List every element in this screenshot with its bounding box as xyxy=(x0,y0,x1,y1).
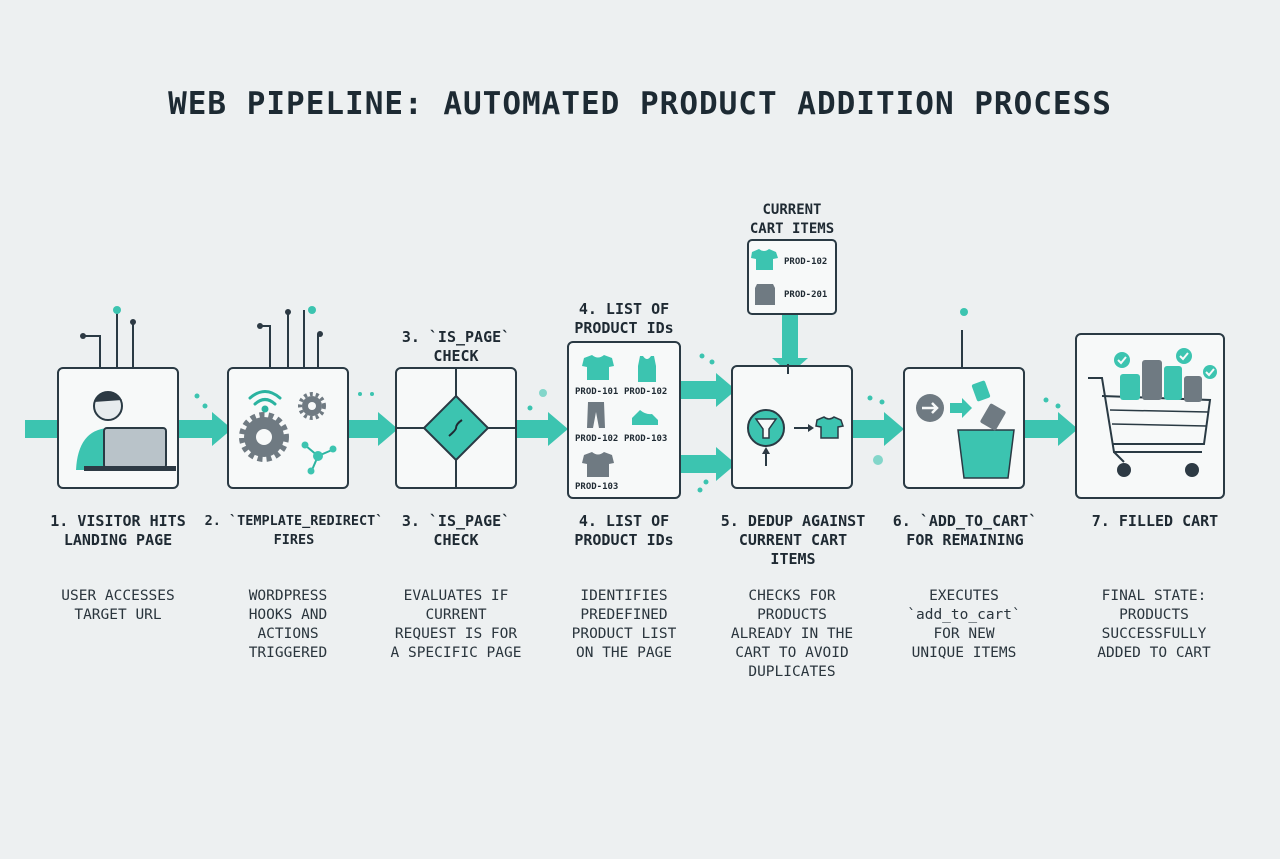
cart-shirt-icon xyxy=(751,249,778,270)
arrow-6-7 xyxy=(1024,412,1078,446)
basket-icon xyxy=(957,380,1015,479)
step-3-description: EVALUATES IF CURRENT REQUEST IS FOR A SP… xyxy=(390,588,522,661)
svg-text:PROD-103: PROD-103 xyxy=(624,434,667,444)
svg-text:PROD-103: PROD-103 xyxy=(575,482,618,492)
shoe-icon xyxy=(632,410,658,425)
shirt-gray-icon xyxy=(582,452,614,477)
step-2-label: 2. `TEMPLATE_REDIRECT` FIRES xyxy=(204,513,384,548)
step-4-label: 4. LIST OF PRODUCT IDs xyxy=(574,512,674,549)
arrow-2-3 xyxy=(348,412,398,446)
step-1-box xyxy=(57,306,179,489)
add-arrow-icon xyxy=(916,394,944,422)
step-5-description: CHECKS FOR PRODUCTS ALREADY IN THE CART … xyxy=(730,588,854,680)
step-4-box: PROD-101 PROD-102 PROD-102 PROD-103 PROD… xyxy=(567,341,681,499)
step-1-description: USER ACCESSES TARGET URL xyxy=(61,588,175,623)
checkmark-icons xyxy=(1114,348,1217,379)
step-5-label: 5. DEDUP AGAINST CURRENT CART ITEMS xyxy=(720,512,866,568)
pants-icon xyxy=(587,402,605,428)
cart-top-label: CURRENT CART ITEMS xyxy=(749,202,835,237)
step-7-description: FINAL STATE: PRODUCTS SUCCESSFULLY ADDED… xyxy=(1097,588,1211,661)
svg-text:PROD-102: PROD-102 xyxy=(575,434,618,444)
current-cart-box: PROD-102 PROD-201 xyxy=(747,239,837,315)
svg-text:PROD-102: PROD-102 xyxy=(784,257,827,267)
step-2-description: WORDPRESS HOOKS AND ACTIONS TRIGGERED xyxy=(248,588,328,661)
svg-text:PROD-102: PROD-102 xyxy=(624,387,667,397)
user-laptop-icon xyxy=(76,391,176,471)
output-shirt-icon xyxy=(815,416,844,439)
filter-icon xyxy=(747,409,785,447)
step-5-box xyxy=(731,364,853,489)
step-2-box xyxy=(227,306,349,489)
network-icon xyxy=(301,441,337,475)
step-3-top-label: 3. `IS_PAGE` CHECK xyxy=(401,328,511,365)
arrow-4-5-bottom xyxy=(680,447,736,481)
diagram-title: WEB PIPELINE: AUTOMATED PRODUCT ADDITION… xyxy=(168,86,1112,122)
svg-text:PROD-101: PROD-101 xyxy=(575,387,618,397)
step-1-label: 1. VISITOR HITS LANDING PAGE xyxy=(50,512,186,549)
arrow-4-5-top xyxy=(680,373,736,407)
shopping-cart-icon xyxy=(1088,360,1212,477)
flow-arrows xyxy=(25,315,1078,493)
step-6-description: EXECUTES `add_to_cart` FOR NEW UNIQUE IT… xyxy=(907,588,1021,661)
shirt-icon xyxy=(582,355,614,380)
step-7-label: 7. FILLED CART xyxy=(1091,512,1219,530)
arrow-1-2 xyxy=(178,412,232,446)
step-3-label: 3. `IS_PAGE` CHECK xyxy=(401,512,511,549)
arrow-cart-down xyxy=(772,315,808,374)
small-gear-icon xyxy=(298,392,326,420)
step-7-box xyxy=(1075,333,1225,499)
tank-top-icon xyxy=(638,356,656,382)
arrow-5-6 xyxy=(852,412,904,446)
gear-icon xyxy=(239,412,289,462)
step-4-description: IDENTIFIES PREDEFINED PRODUCT LIST ON TH… xyxy=(571,588,677,661)
step-3-box xyxy=(395,367,517,489)
arrow-3-4 xyxy=(516,412,568,446)
decision-diamond-icon xyxy=(422,394,490,462)
step-6-label: 6. `ADD_TO_CART` FOR REMAINING xyxy=(892,512,1038,549)
step-4-top-label: 4. LIST OF PRODUCT IDs xyxy=(574,300,674,337)
svg-text:PROD-201: PROD-201 xyxy=(784,290,827,300)
cart-jar-icon xyxy=(755,284,775,305)
wifi-icon xyxy=(248,390,282,413)
step-6-box xyxy=(903,308,1025,489)
